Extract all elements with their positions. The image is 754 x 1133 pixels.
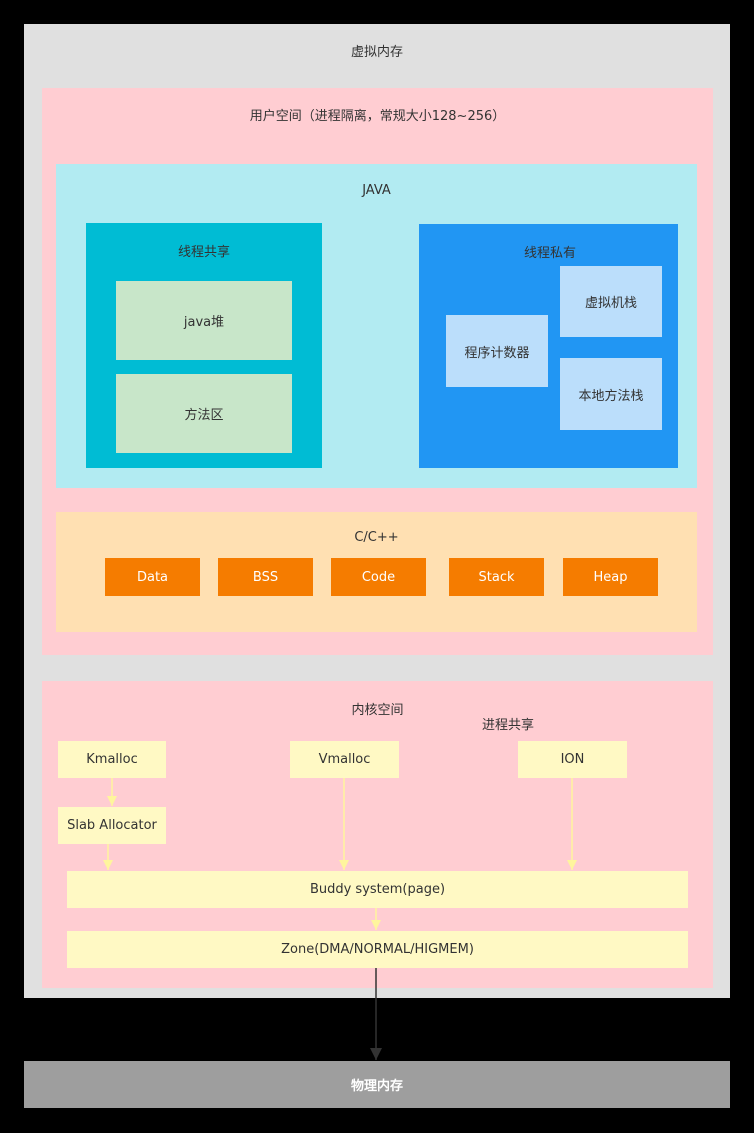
heap-segment: Heap <box>563 558 658 596</box>
physical-memory-box: 物理内存 <box>24 1061 730 1108</box>
virtual-memory-title: 虚拟内存 <box>350 45 403 60</box>
vmalloc-box: Vmalloc <box>290 741 399 778</box>
kmalloc-box: Kmalloc <box>58 741 166 778</box>
native-method-stack-box: 本地方法栈 <box>560 358 662 430</box>
thread-private-title: 线程私有 <box>523 246 576 261</box>
thread-shared-title: 线程共享 <box>177 245 230 260</box>
zone-box: Zone(DMA/NORMAL/HIGMEM) <box>67 931 688 968</box>
kernel-space-title: 内核空间 <box>351 703 404 718</box>
data-segment: Data <box>105 558 200 596</box>
process-shared-label: 进程共享 <box>481 718 534 733</box>
slab-allocator-box: Slab Allocator <box>58 807 166 844</box>
arrowhead-kmalloc-to-slab <box>107 796 117 806</box>
stack-segment: Stack <box>449 558 544 596</box>
bss-segment: BSS <box>218 558 313 596</box>
arrowhead-ion-to-buddy <box>567 860 577 870</box>
method-area-box: 方法区 <box>116 374 292 453</box>
arrowhead-slab-to-buddy <box>103 860 113 870</box>
cpp-title: C/C++ <box>354 530 399 545</box>
program-counter-box: 程序计数器 <box>446 315 548 387</box>
arrowhead-zone-to-physical <box>370 1048 382 1060</box>
buddy-system-box: Buddy system(page) <box>67 871 688 908</box>
arrowhead-buddy-to-zone <box>371 920 381 930</box>
vm-stack-box: 虚拟机栈 <box>560 266 662 337</box>
java-title: JAVA <box>362 183 391 198</box>
user-space-title: 用户空间（进程隔离，常规大小128~256） <box>249 109 506 124</box>
ion-box: ION <box>518 741 627 778</box>
java-heap-box: java堆 <box>116 281 292 360</box>
arrowhead-vmalloc-to-buddy <box>339 860 349 870</box>
code-segment: Code <box>331 558 426 596</box>
